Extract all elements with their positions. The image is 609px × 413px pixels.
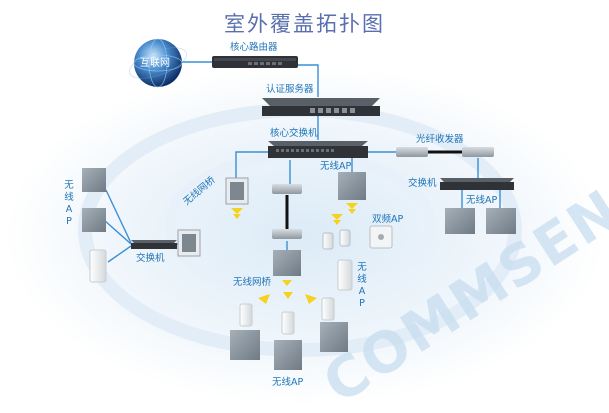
label-dual-band-ap: 双频AP — [372, 214, 404, 225]
internet-globe — [129, 38, 187, 88]
link-switchleft-ap2 — [103, 219, 132, 245]
label-fiber-transceiver: 光纤收发器 — [416, 134, 464, 145]
ap-panels — [82, 168, 516, 370]
dual-band-ap-1 — [322, 232, 334, 250]
label-wireless-ap-left: 无线AP — [64, 180, 74, 227]
fiber-transceiver-right — [462, 147, 494, 157]
ap-panel-right-2 — [486, 208, 516, 234]
outdoor-ap-bottom-2 — [281, 311, 295, 335]
wireless-bridge-left — [177, 229, 201, 257]
link-switchleft-ap3 — [107, 245, 132, 263]
auth-server — [262, 98, 380, 116]
core-router — [212, 56, 298, 68]
label-wireless-ap-top: 无线AP — [320, 161, 352, 172]
outdoor-ap-bottom-3 — [321, 297, 335, 321]
link-router-auth — [297, 64, 319, 97]
label-wireless-ap-right: 无线AP — [466, 195, 498, 206]
signal-mid-down — [282, 280, 292, 286]
link-switchleft-ap1 — [105, 189, 132, 244]
ap-panel-left-1 — [82, 168, 106, 192]
page-title: 室外覆盖拓扑图 — [224, 12, 385, 36]
label-wireless-ap-mid: 无线AP — [357, 262, 367, 309]
wireless-bridge-top — [225, 177, 249, 205]
label-switch-right: 交换机 — [408, 178, 437, 189]
label-core-router: 核心路由器 — [230, 42, 278, 53]
white-aps — [89, 225, 393, 335]
label-wireless-ap-bottom: 无线AP — [272, 377, 304, 388]
signal-bottom-1 — [258, 294, 270, 304]
label-auth-server: 认证服务器 — [266, 84, 314, 95]
ap-panel-mid — [273, 250, 301, 276]
signal-bridge-top — [231, 208, 243, 214]
fiber-transceiver-top — [272, 184, 302, 194]
switch-right — [440, 178, 514, 190]
ap-panel-bottom-1 — [230, 330, 260, 360]
label-wireless-bridge-bottom: 无线网桥 — [233, 277, 272, 288]
fiber-transceiver-left — [396, 147, 428, 157]
switch-left — [131, 240, 177, 249]
ap-panel-right-1 — [445, 208, 475, 234]
signal-bottom-3 — [305, 294, 317, 304]
ap-panel-bottom-3 — [320, 322, 348, 352]
label-internet: 互联网 — [140, 58, 170, 69]
link-core-bridge — [235, 151, 268, 178]
outdoor-ap-bottom-1 — [239, 303, 253, 327]
label-switch-left: 交换机 — [136, 253, 165, 264]
ap-panel-left-2 — [82, 208, 106, 232]
fiber-transceiver-bottom — [272, 229, 302, 239]
signal-ap-top — [346, 203, 358, 209]
outdoor-ap-mid — [337, 259, 353, 291]
ap-panel-top — [338, 172, 366, 200]
dual-band-ap-2 — [339, 229, 351, 247]
signal-bottom-2 — [283, 292, 293, 299]
core-switch — [268, 141, 368, 158]
label-core-switch: 核心交换机 — [270, 128, 318, 139]
wireless-signals — [231, 203, 358, 304]
outdoor-ap-left — [89, 249, 107, 283]
ap-panel-bottom-2 — [274, 340, 302, 370]
signal-dual-band — [331, 214, 343, 220]
